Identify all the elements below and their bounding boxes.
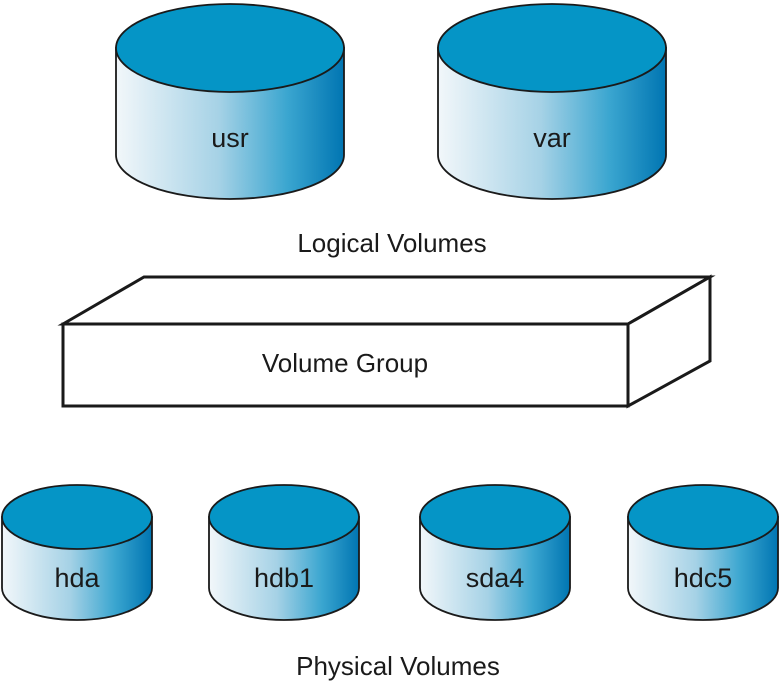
logical-volume-var: var [437, 3, 667, 200]
physical-volume-hdc5: hdc5 [627, 484, 779, 621]
logical-volume-label: usr [211, 123, 249, 153]
logical-volume-usr: usr [115, 3, 345, 200]
physical-volume-sda4: sda4 [419, 484, 571, 621]
physical-volume-label: sda4 [466, 563, 525, 593]
physical-volume-label: hdc5 [674, 563, 733, 593]
physical-volume-label: hdb1 [254, 563, 314, 593]
volume-group-label: Volume Group [262, 348, 428, 378]
physical-volumes-caption: Physical Volumes [296, 651, 500, 681]
physical-volume-hda: hda [1, 484, 153, 621]
logical-volumes-caption: Logical Volumes [297, 228, 486, 258]
physical-volume-hdb1: hdb1 [208, 484, 360, 621]
logical-volume-label: var [533, 123, 571, 153]
physical-volume-label: hda [54, 563, 100, 593]
volume-group-box: Volume Group [57, 274, 716, 409]
